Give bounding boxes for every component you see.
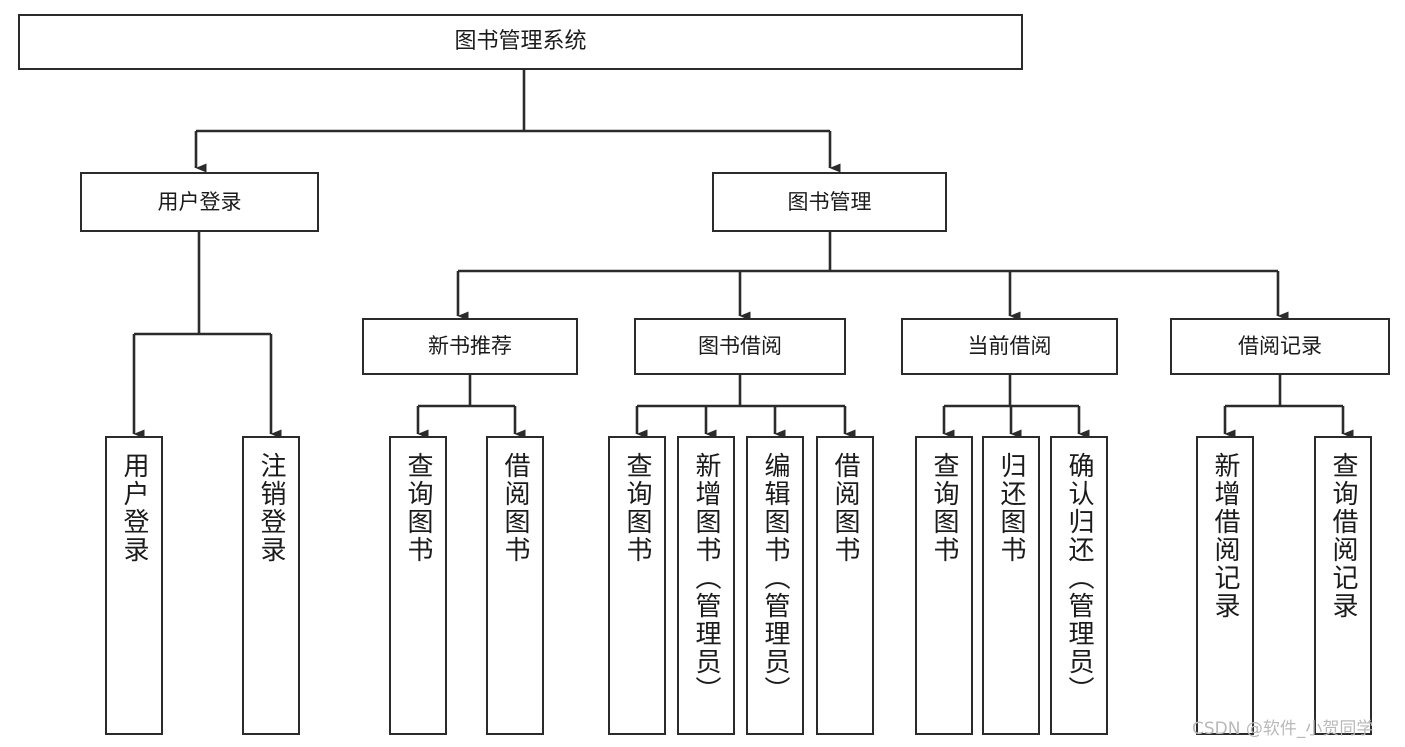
node-leaf-edit-book[interactable]: 编辑图书（管理员） [746,436,804,735]
node-current-borrow[interactable]: 当前借阅 [901,318,1118,375]
node-leaf-return-book-label: 归还图书 [996,452,1026,564]
node-leaf-user-login[interactable]: 用户登录 [105,436,163,735]
node-leaf-query-book-1[interactable]: 查询图书 [389,436,447,735]
node-book-borrow[interactable]: 图书借阅 [634,318,846,375]
node-book-mgmt-label: 图书管理 [787,189,872,214]
node-leaf-borrow-book-2-label: 借阅图书 [830,452,860,564]
node-leaf-borrow-book-1[interactable]: 借阅图书 [486,436,544,735]
node-leaf-query-book-2-label: 查询图书 [622,452,652,564]
node-leaf-query-book-2[interactable]: 查询图书 [608,436,666,735]
node-leaf-add-record[interactable]: 新增借阅记录 [1196,436,1254,735]
node-leaf-add-record-label: 新增借阅记录 [1210,452,1240,620]
node-leaf-query-record[interactable]: 查询借阅记录 [1314,436,1372,735]
node-leaf-query-book-3-label: 查询图书 [929,452,959,564]
node-new-book-rec-label: 新书推荐 [428,334,512,359]
node-leaf-borrow-book-1-label: 借阅图书 [500,452,530,564]
node-borrow-record-label: 借阅记录 [1238,334,1322,359]
node-new-book-rec[interactable]: 新书推荐 [362,318,578,375]
node-book-mgmt[interactable]: 图书管理 [712,172,947,232]
node-leaf-user-logout-label: 注销登录 [256,452,286,564]
node-leaf-confirm-return[interactable]: 确认归还（管理员） [1050,436,1108,735]
node-leaf-query-record-label: 查询借阅记录 [1328,452,1358,620]
node-leaf-return-book[interactable]: 归还图书 [982,436,1040,735]
node-leaf-confirm-return-label: 确认归还（管理员） [1064,452,1094,704]
node-leaf-user-login-label: 用户登录 [119,452,149,564]
node-leaf-add-book[interactable]: 新增图书（管理员） [677,436,735,735]
node-leaf-query-book-3[interactable]: 查询图书 [915,436,973,735]
node-leaf-borrow-book-2[interactable]: 借阅图书 [816,436,874,735]
node-leaf-user-logout[interactable]: 注销登录 [242,436,300,735]
watermark: CSDN @软件_小贺同学 [1192,719,1374,739]
node-leaf-add-book-label: 新增图书（管理员） [691,452,721,704]
node-root[interactable]: 图书管理系统 [18,14,1023,70]
node-current-borrow-label: 当前借阅 [967,334,1052,359]
node-book-borrow-label: 图书借阅 [698,334,782,359]
node-leaf-query-book-1-label: 查询图书 [403,452,433,564]
node-borrow-record[interactable]: 借阅记录 [1170,318,1390,375]
node-user-login[interactable]: 用户登录 [80,172,319,232]
node-user-login-label: 用户登录 [157,189,242,214]
node-root-label: 图书管理系统 [454,29,587,55]
node-leaf-edit-book-label: 编辑图书（管理员） [760,452,790,704]
